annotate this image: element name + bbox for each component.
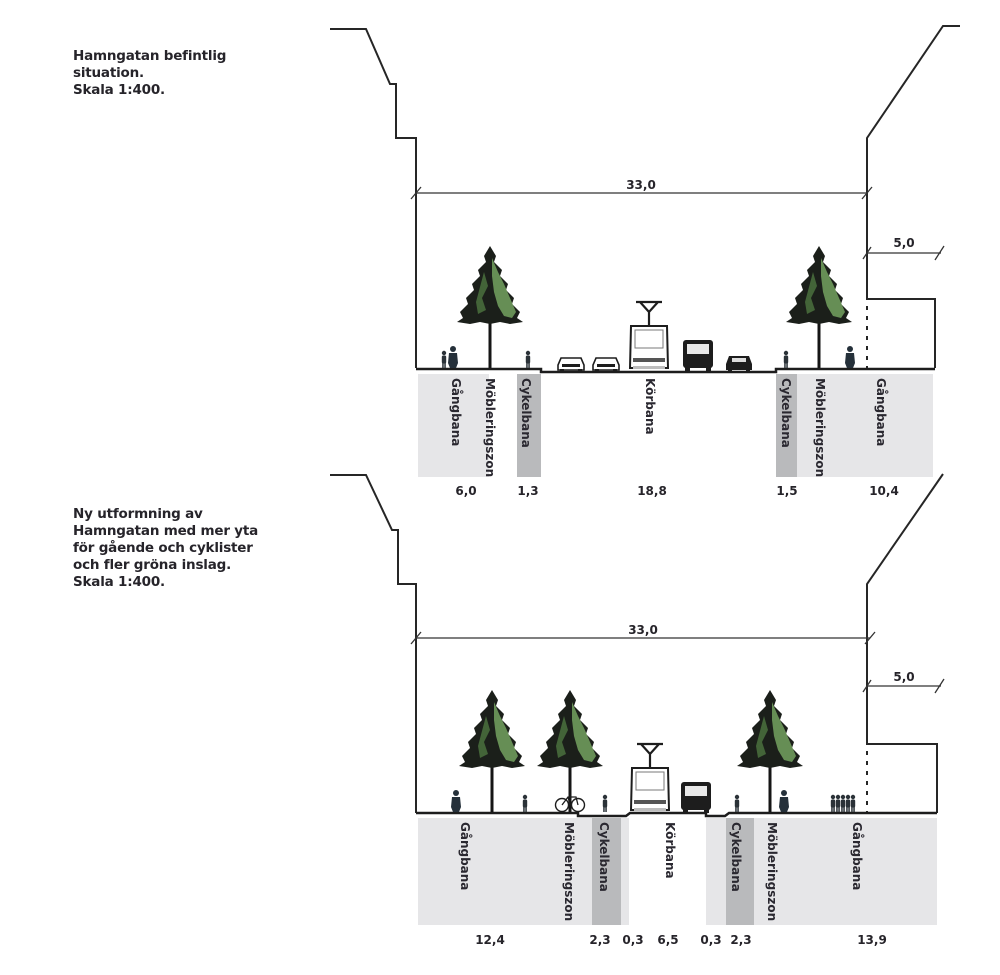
zone-label: Cykelbana [597,822,611,892]
tree-icon [457,688,527,814]
pedestrian-icon [522,794,528,812]
bus-icon [683,340,713,371]
tree-icon [735,688,805,814]
zone-width-label: 13,9 [857,933,887,947]
zone-label: Möbleringszon [813,378,827,477]
tree-icon [784,244,854,370]
zone-label: Gångbana [874,378,888,446]
zone-label: Cykelbana [519,378,533,448]
dimension-label: 5,0 [893,236,914,250]
tram-icon [628,300,670,371]
zone-label: Möbleringszon [483,378,497,477]
zone-label: Gångbana [458,822,472,890]
zone-width-label: 1,5 [776,484,797,498]
cyclist-icon [734,794,740,812]
zone-label: Körbana [663,822,677,879]
section-caption-existing: Hamngatan befintlig situation. Skala 1:4… [73,48,226,99]
car-icon [557,357,585,373]
street-objects [441,244,855,373]
pedestrian-group-icon [831,795,855,812]
dimension-setback: 5,0 [862,670,945,694]
car-icon [592,357,620,373]
dimension-label: 33,0 [628,623,658,637]
zone-width-label: 6,5 [657,933,678,947]
dimension-total-width: 33,0 [410,623,876,645]
cyclist-icon [602,794,608,812]
zone-band [797,374,933,477]
tree-icon [455,244,525,370]
caption-line: Ny utformning av [73,506,203,522]
bus-icon [681,782,711,813]
caption-line: och fler gröna inslag. [73,557,232,573]
zone-width-label: 2,3 [589,933,610,947]
zone-label: Cykelbana [729,822,743,892]
caption-line: för gående och cyklister [73,540,253,556]
zone-width-label: 18,8 [637,484,667,498]
zone-label: Möbleringszon [765,822,779,921]
street-objects [451,688,855,814]
section-existing: Gångbana 6,0 Möbleringszon Cykelbana 1,3 Körb… [330,25,960,498]
zone-band [418,374,489,477]
caption-line: situation. [73,65,144,81]
tram-icon [629,742,671,813]
dimension-setback: 5,0 [862,236,945,261]
right-arcade-outline [867,298,936,368]
ground-line [416,367,935,374]
dimension-total-width: 33,0 [410,178,873,200]
zone-label: Möbleringszon [562,822,576,921]
cyclist-icon [783,350,789,368]
zone-width-label: 0,3 [622,933,643,947]
pedestrian-icon [779,790,789,812]
pedestrian-icon [451,790,461,812]
zone-label: Körbana [643,378,657,435]
zone-width-label: 0,3 [700,933,721,947]
right-building-outline [866,25,960,368]
section-caption-proposed: Ny utformning av Hamngatan med mer yta f… [73,506,258,591]
cyclist-icon [525,350,531,368]
zone-band [517,374,541,477]
zone-width-label: 10,4 [869,484,899,498]
zone-band [592,818,621,925]
pedestrian-icon [441,350,447,368]
zone-label: Gångbana [850,822,864,890]
caption-line: Hamngatan befintlig [73,48,227,64]
caption-line: Hamngatan med mer yta [73,523,259,539]
tree-icon [535,688,605,814]
dimension-label: 5,0 [893,670,914,684]
zone-band [726,818,754,925]
ground-line [416,811,937,818]
zone-bands: Gångbana 12,4 Möbleringszon Cykelbana 2,3 0,3… [418,818,937,947]
zone-width-label: 6,0 [455,484,476,498]
zone-band [754,818,937,925]
pedestrian-icon [845,346,855,368]
left-building-outline [330,474,417,813]
left-building-outline [330,28,417,368]
zone-width-label: 1,3 [517,484,538,498]
zone-bands: Gångbana 6,0 Möbleringszon Cykelbana 1,3 Körb… [418,374,933,498]
zone-width-label: 2,3 [730,933,751,947]
zone-band [621,818,629,925]
car-icon [726,356,752,372]
zone-label: Gångbana [449,378,463,446]
zone-band [706,818,726,925]
caption-line: Skala 1:400. [73,574,165,590]
caption-line: Skala 1:400. [73,82,165,98]
section-proposed: Gångbana 12,4 Möbleringszon Cykelbana 2,3 0,3… [330,473,945,947]
zone-width-label: 12,4 [475,933,505,947]
zone-label: Cykelbana [779,378,793,448]
zone-band [776,374,797,477]
zone-band [418,818,592,925]
right-building-outline [866,473,944,813]
right-arcade-outline [867,743,938,813]
dimension-label: 33,0 [626,178,656,192]
pedestrian-icon [448,346,458,368]
